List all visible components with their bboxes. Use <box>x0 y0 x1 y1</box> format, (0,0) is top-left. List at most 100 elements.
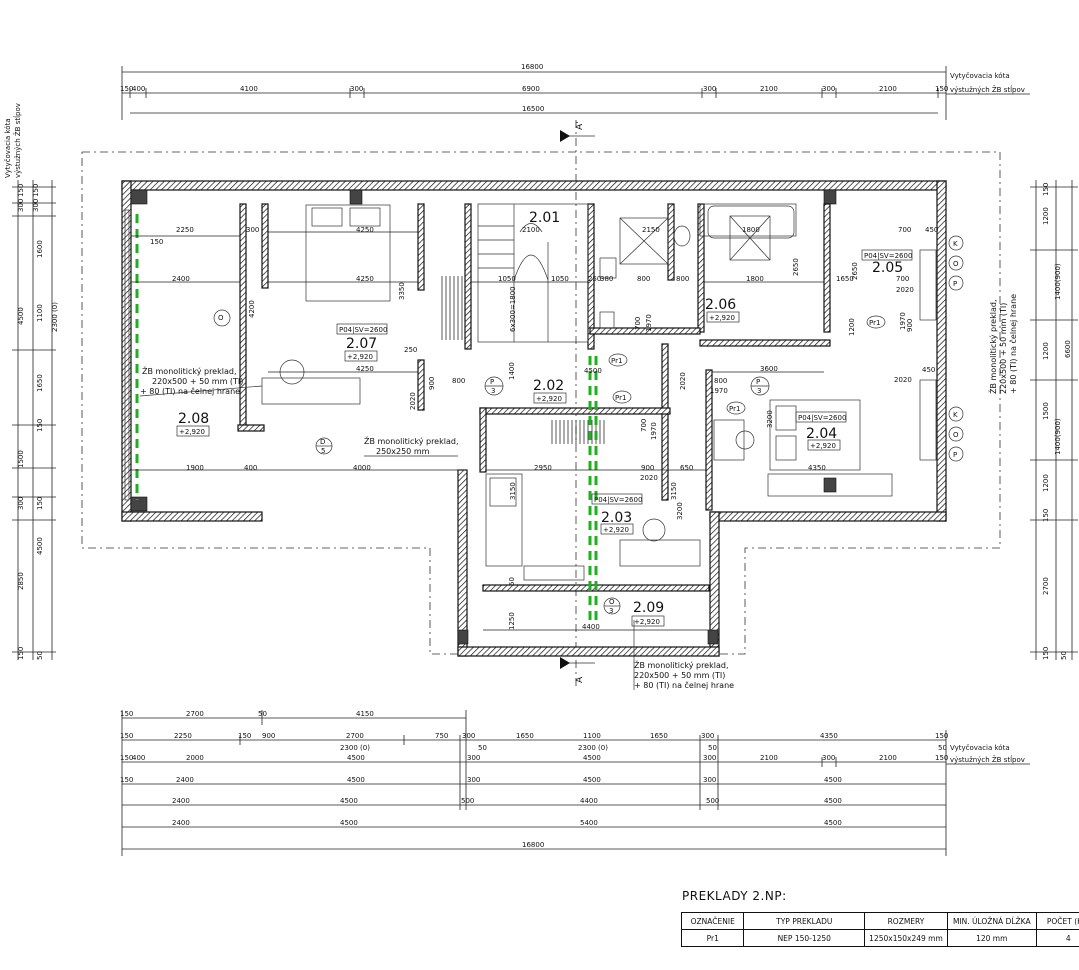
idim-51: 4400 <box>582 623 600 631</box>
bdim-r2-sub-4: 50 <box>938 744 947 752</box>
idim-39: 3200 <box>766 410 774 428</box>
section-marker-top: A' <box>560 120 595 690</box>
idim-36: 1970 <box>710 387 728 395</box>
bdim-r5-3: 4400 <box>580 797 598 805</box>
dim-right-0: 150 <box>1042 183 1050 196</box>
idim-40: 1900 <box>186 464 204 472</box>
idim-33: 4500 <box>584 367 602 375</box>
bdim-r3-0: 150 <box>120 754 133 762</box>
bdim-r1-1: 2700 <box>186 710 204 718</box>
idim-7: 2400 <box>172 275 190 283</box>
bdim-r3-7: 2100 <box>760 754 778 762</box>
lintel-left-1: ŽB monolitický preklad, <box>142 365 236 376</box>
bdim-r3-9: 2100 <box>879 754 897 762</box>
dim-right-10: 150 <box>1042 647 1050 660</box>
bdim-r2-6: 300 <box>462 732 475 740</box>
room-2-07-window: P04|SV=2600 <box>339 326 387 334</box>
idim-41: 400 <box>244 464 257 472</box>
setout-title-bottom-1: Vytyčovacia kóta <box>950 744 1010 752</box>
window-tag-o-4: O <box>953 431 959 439</box>
dim-right-7: 1200 <box>1042 474 1050 492</box>
room-2-09-id: 2.09 <box>633 600 664 616</box>
bdim-r2-sub-2: 50 <box>478 744 487 752</box>
lintel-left-2: 220x500 + 50 mm (TI) <box>152 377 243 386</box>
idim-46: 4350 <box>808 464 826 472</box>
idim-26: 3600 <box>760 365 778 373</box>
idim-53: 150 <box>150 238 163 246</box>
idim-34: 2020 <box>679 372 687 390</box>
room-2-05-id: 2.05 <box>872 260 903 276</box>
bdim-r6-2: 5400 <box>580 819 598 827</box>
lintel-bot-3: + 80 (TI) na čelnej hrane <box>634 680 734 690</box>
bdim-r4-3: 300 <box>467 776 480 784</box>
room-2-02-level: +2,920 <box>536 395 562 403</box>
tags: P 3 P 3 D 5 O O 3 K O P K O P Pr1 Pr1 Pr… <box>213 235 964 615</box>
lintel-table: OZNAČENIE TYP PREKLADU ROZMERY MIN. ÚLOŽ… <box>680 912 1079 947</box>
lintel-right-1: ŽB monolitický preklad, <box>987 300 998 394</box>
window-tag-3: 3 <box>609 607 613 615</box>
idim-10: 1050 <box>498 275 516 283</box>
room-2-07-level: +2,920 <box>347 353 373 361</box>
lintel-table-title: PREKLADY 2.NP: <box>682 889 787 903</box>
room-2-06-level: +2,920 <box>709 314 735 322</box>
dim-left-4: 1600 <box>36 240 44 258</box>
bdim-r5-5: 4500 <box>824 797 842 805</box>
dim-top-r2-1: 400 <box>132 85 145 93</box>
lintel-mid-2: 250x250 mm <box>376 447 430 456</box>
dim-left-5: 4500 <box>17 307 25 325</box>
header-designation: OZNAČENIE <box>680 912 745 930</box>
idim-57: 3200 <box>676 502 684 520</box>
dim-left-7: 2300 (0) <box>51 302 59 332</box>
dim-left-11: 300 <box>17 497 25 510</box>
dim-left-6: 1100 <box>36 304 44 322</box>
idim-29: 2020 <box>409 392 417 410</box>
idim-20: 700 <box>896 275 909 283</box>
lintel-mid-1: ŽB monolitický preklad, <box>364 435 458 446</box>
cell-dimensions: 1250x150x249 mm <box>864 929 948 947</box>
dim-left-3: 300 <box>32 199 40 212</box>
idim-58: 4200 <box>248 300 256 318</box>
idim-6: 450 <box>925 226 938 234</box>
dim-left-13: 4500 <box>36 537 44 555</box>
idim-3: 2150 <box>642 226 660 234</box>
door-tag-p-2: P <box>756 378 760 386</box>
bdim-r2-9: 1650 <box>650 732 668 740</box>
idim-15: 800 <box>676 275 689 283</box>
dim-right-8: 150 <box>1042 509 1050 522</box>
bdim-r2-4: 2700 <box>346 732 364 740</box>
dim-top-r2-9: 150 <box>935 85 948 93</box>
bdim-r3-2: 2000 <box>186 754 204 762</box>
idim-19: 2020 <box>896 286 914 294</box>
idim-45: 650 <box>680 464 693 472</box>
dim-left-1: 300 <box>17 199 25 212</box>
room-2-08-id: 2.08 <box>178 411 209 427</box>
window-tag-k-2: K <box>953 411 958 419</box>
bottom-dimensions: 150 2700 50 4150 150 2250 150 900 2700 7… <box>120 710 1030 856</box>
right-dimensions: 150 1200 1400(900) 6600 1200 1500 1400(9… <box>1030 180 1078 660</box>
dim-top-r2-6: 2100 <box>760 85 778 93</box>
bdim-r6-0: 2400 <box>172 819 190 827</box>
furniture <box>261 203 893 581</box>
dim-left-15: 150 <box>17 647 25 660</box>
idim-11: 1050 <box>551 275 569 283</box>
bdim-r4-0: 150 <box>120 776 133 784</box>
bdim-r2-0: 150 <box>120 732 133 740</box>
bdim-r1-3: 4150 <box>356 710 374 718</box>
idim-52: 50 <box>508 577 516 586</box>
idim-5: 700 <box>898 226 911 234</box>
bdim-r6-1: 4500 <box>340 819 358 827</box>
bdim-r2-sub-1: 2300 (0) <box>578 744 608 752</box>
idim-49: 3150 <box>670 482 678 500</box>
idim-56: 2650 <box>851 262 859 280</box>
dim-left-0: 150 <box>17 184 25 197</box>
pr-tag-3: Pr1 <box>729 405 740 413</box>
dim-top-r2-3: 300 <box>350 85 363 93</box>
cell-min-bearing: 120 mm <box>946 929 1037 947</box>
room-2-01-id: 2.01 <box>529 210 560 226</box>
left-dimensions: Vytyčovacia kóta výstužných ŽB stĺpov 15… <box>4 103 59 660</box>
dim-left-8: 1650 <box>36 374 44 392</box>
idim-31: 800 <box>452 377 465 385</box>
pr-tag-1: Pr1 <box>611 357 622 365</box>
exterior-walls <box>121 180 947 657</box>
door-tag-3-1: 3 <box>491 387 495 395</box>
